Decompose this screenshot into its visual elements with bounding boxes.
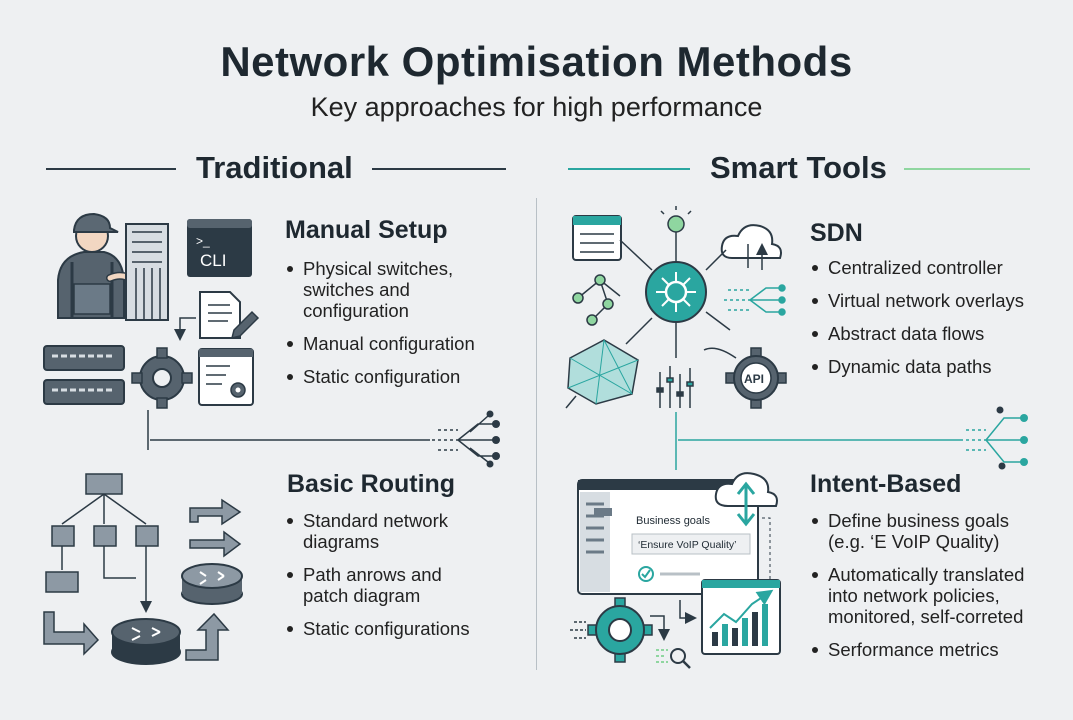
search-icon xyxy=(656,648,691,669)
business-goals-value: ‘Ensure VoIP Quality’ xyxy=(638,539,736,551)
server-rack-icon xyxy=(125,223,169,321)
flowchart-icon xyxy=(45,473,159,610)
dashboard-window-icon: Business goals ‘Ensure VoIP Quality’ xyxy=(577,479,759,595)
terminal-icon: >_ CLI xyxy=(187,219,252,277)
cloud-sync-icon xyxy=(714,472,778,580)
network-switch-icon xyxy=(43,345,125,405)
list-item: Centralized controller xyxy=(810,257,1050,278)
cli-prompt: >_ xyxy=(196,234,210,248)
list-item: Path anrows and patch diagram xyxy=(285,564,475,606)
sdn-controller-icon xyxy=(619,239,731,358)
list-item: Automatically translated into network po… xyxy=(810,564,1045,627)
list-item: Static configurations xyxy=(285,618,475,639)
traditional-header-line-left xyxy=(46,168,176,170)
intent-based-heading: Intent-Based xyxy=(810,470,962,498)
traditional-section-title: Traditional xyxy=(196,150,353,185)
list-item: Serformance metrics xyxy=(810,639,1045,660)
page-subtitle: Key approaches for high performance xyxy=(310,92,763,122)
manual-setup-heading: Manual Setup xyxy=(285,216,448,244)
center-divider xyxy=(536,198,537,670)
list-item: Static configuration xyxy=(285,366,485,387)
list-item: Abstract data flows xyxy=(810,323,1050,344)
technician-icon xyxy=(57,212,150,319)
sdn-heading: SDN xyxy=(810,219,863,247)
flow-arrow xyxy=(679,600,697,624)
manual-setup-bullets: Physical switches, switches and configur… xyxy=(285,258,485,399)
smart-tools-section-title: Smart Tools xyxy=(710,150,887,185)
list-item: Dynamic data paths xyxy=(810,356,1050,377)
smart-tools-header-line-left xyxy=(568,168,690,170)
document-edit-icon xyxy=(199,291,260,340)
gear-icon xyxy=(131,347,193,409)
list-item: Manual configuration xyxy=(285,333,485,354)
lightbulb-icon xyxy=(660,206,692,262)
list-item: Virtual network overlays xyxy=(810,290,1050,311)
api-label: API xyxy=(744,372,764,386)
connector-line xyxy=(675,406,1028,470)
business-goals-label: Business goals xyxy=(636,515,710,527)
smart-tools-header-line-right xyxy=(904,168,1030,170)
traditional-header-line-right xyxy=(372,168,506,170)
server-list-icon xyxy=(572,215,622,261)
router-icon xyxy=(111,618,181,665)
data-flow-lines-icon xyxy=(724,284,786,316)
intent-based-bullets: Define business goals (e.g. ‘E VoIP Qual… xyxy=(810,510,1045,672)
settings-window-icon xyxy=(198,348,254,406)
page-title: Network Optimisation Methods xyxy=(220,38,853,85)
metrics-chart-icon xyxy=(701,579,781,655)
basic-routing-bullets: Standard network diagrams Path anrows an… xyxy=(285,510,475,651)
list-item: Define business goals (e.g. ‘E VoIP Qual… xyxy=(810,510,1045,552)
curved-arrow-icon xyxy=(43,498,242,661)
sdn-bullets: Centralized controller Virtual network o… xyxy=(810,257,1050,389)
list-item: Physical switches, switches and configur… xyxy=(285,258,485,321)
network-graph-icon xyxy=(572,274,621,326)
feedback-gear-icon xyxy=(570,597,670,663)
list-item: Standard network diagrams xyxy=(285,510,475,552)
router-icon xyxy=(181,563,243,605)
flow-arrow xyxy=(174,317,196,341)
cloud-icon xyxy=(720,224,782,270)
virtual-overlay-icon xyxy=(565,339,639,409)
cli-label: CLI xyxy=(200,251,226,270)
connector-line xyxy=(147,410,500,468)
basic-routing-heading: Basic Routing xyxy=(287,470,456,498)
api-gear-icon: API xyxy=(703,347,787,409)
equalizer-icon xyxy=(656,366,694,408)
